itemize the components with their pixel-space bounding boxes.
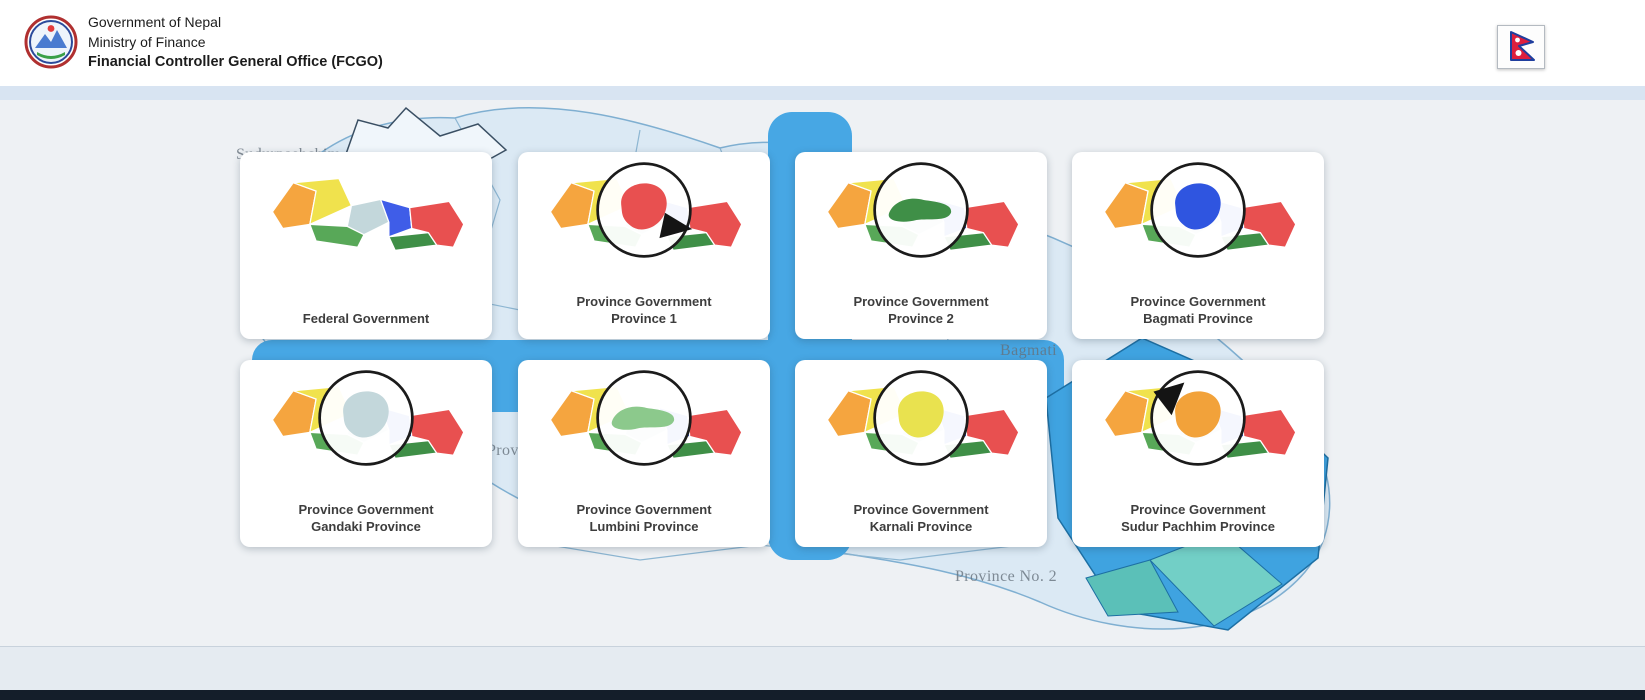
map-region-label-province-no-2: Province No. 2 [955, 568, 1058, 585]
magnifier-flag-right [659, 212, 693, 239]
magnifier-circle [871, 160, 971, 265]
card-subtitle: Province 2 [888, 311, 954, 326]
province-highlight-shape [1175, 183, 1221, 230]
nepal-mini-map [262, 370, 470, 478]
card-title: Province Government [853, 294, 989, 309]
header-bar: Government of Nepal Ministry of Finance … [0, 0, 1645, 86]
nepal-mini-map-svg [271, 177, 465, 251]
magnifier-circle [594, 160, 694, 265]
card-title: Province Government [298, 502, 434, 517]
nepal-flag-icon [1510, 31, 1535, 61]
card-title: Province Government [576, 294, 712, 309]
magnifier-circle [594, 368, 694, 473]
magnifier-circle [316, 368, 416, 473]
card-label: Federal Government [303, 310, 429, 339]
bottom-dark-bar [0, 690, 1645, 700]
language-flag-button[interactable] [1497, 25, 1545, 69]
card-federal-government[interactable]: Federal Government [240, 152, 492, 339]
header-org-text: Government of Nepal Ministry of Finance … [88, 12, 383, 72]
card-title: Province Government [576, 502, 712, 517]
org-line-1: Government of Nepal [88, 14, 222, 30]
nepal-government-emblem-icon [24, 15, 78, 74]
nepal-mini-map [1094, 370, 1302, 478]
province-highlight-shape [621, 183, 667, 230]
footer-bar [0, 646, 1645, 690]
card-subtitle: Gandaki Province [311, 519, 421, 534]
nepal-mini-map [817, 162, 1025, 270]
nepal-mini-map [817, 370, 1025, 478]
card-title: Federal Government [302, 311, 430, 326]
card-title: Province Government [853, 502, 989, 517]
province-highlight-shape [343, 391, 389, 438]
card-title: Province Government [1130, 294, 1266, 309]
nepal-mini-map [262, 164, 470, 270]
org-line-3: Financial Controller General Office (FCG… [88, 54, 383, 70]
map-region-label-bagmati: Bagmati [1000, 342, 1058, 359]
card-subtitle: Lumbini Province [589, 519, 699, 534]
card-title: Province Government [1130, 502, 1266, 517]
province-highlight-shape [888, 198, 952, 222]
province-highlight-shape [611, 406, 675, 430]
nepal-mini-map [540, 162, 748, 270]
nepal-mini-map [540, 370, 748, 478]
magnifier-flag-left [1153, 382, 1185, 416]
org-line-2: Ministry of Finance [88, 34, 206, 50]
card-subtitle: Province 1 [611, 311, 677, 326]
magnifier-circle [1148, 160, 1248, 265]
header-accent-strip [0, 86, 1645, 100]
magnifier-circle [871, 368, 971, 473]
province-highlight-shape [1175, 391, 1221, 438]
card-subtitle: Karnali Province [869, 519, 973, 534]
card-subtitle: Bagmati Province [1143, 311, 1253, 326]
province-highlight-shape [898, 391, 944, 438]
magnifier-circle [1148, 368, 1248, 473]
card-subtitle: Sudur Pachhim Province [1121, 519, 1275, 534]
nepal-mini-map [1094, 162, 1302, 270]
